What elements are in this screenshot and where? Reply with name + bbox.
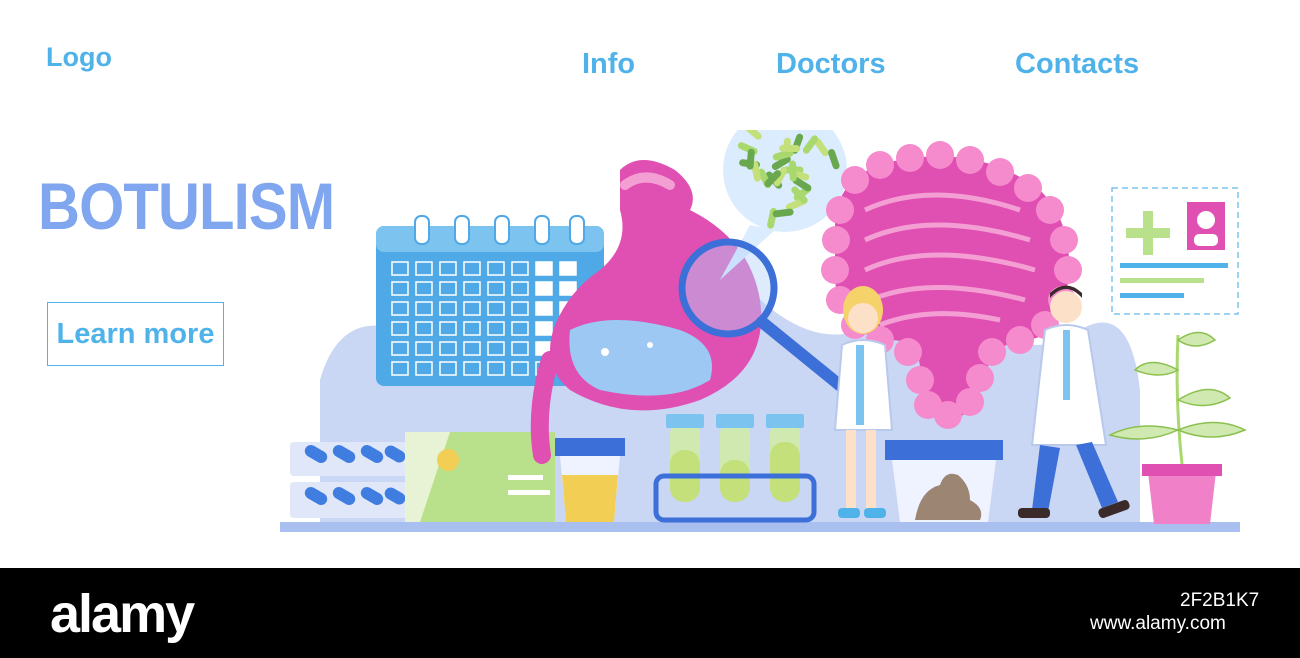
- bacteria-bubble-icon: [720, 130, 847, 280]
- calendar-icon: [376, 215, 604, 386]
- botulism-illustration: [280, 130, 1247, 532]
- medical-card-icon: [1111, 187, 1239, 315]
- nav-info[interactable]: Info: [582, 48, 636, 80]
- image-id-label: 2F2B1K7: [1180, 590, 1260, 611]
- stomach-icon: [530, 160, 762, 464]
- doctor-woman-figure: [833, 286, 894, 518]
- medicine-box-icon: [405, 432, 555, 522]
- alamy-watermark: alamy: [50, 584, 195, 644]
- learn-more-button[interactable]: Learn more: [47, 302, 224, 366]
- nav-doctors[interactable]: Doctors: [776, 48, 886, 80]
- stool-sample-icon: [885, 440, 1003, 522]
- logo[interactable]: Logo: [46, 42, 112, 72]
- potted-plant-icon: [1107, 331, 1247, 524]
- nav-contacts[interactable]: Contacts: [1015, 48, 1140, 80]
- stock-site-url: www.alamy.com: [1090, 613, 1226, 634]
- landing-page: Logo Info Doctors Contacts BOTULISM Lear…: [0, 42, 1300, 569]
- test-tube-rack-icon: [653, 414, 817, 523]
- floor-line: [280, 522, 1240, 532]
- page-title: BOTULISM: [38, 169, 335, 243]
- pill-blister-icon: [290, 442, 410, 518]
- stock-footer: [0, 568, 1300, 658]
- sample-cup-icon: [555, 438, 625, 522]
- doctor-man-figure: [1018, 285, 1130, 519]
